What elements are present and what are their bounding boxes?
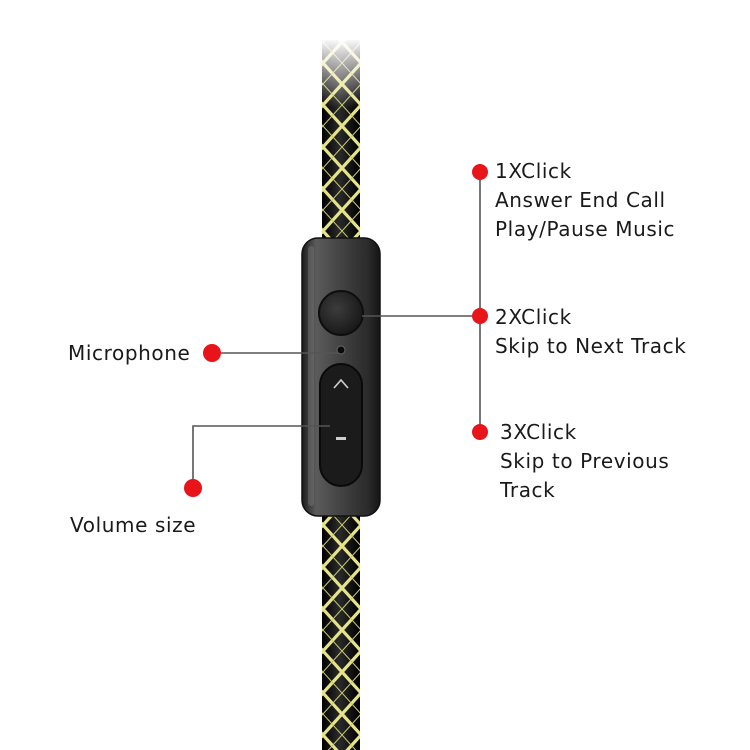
callout-1xclick: 1XClick Answer End Call Play/Pause Music	[495, 157, 675, 244]
cable-upper	[320, 38, 362, 250]
callout-1xclick-line-1: Answer End Call	[495, 188, 666, 212]
marker-dot-2xclick	[472, 308, 488, 324]
leader-lines	[192, 172, 481, 486]
callout-microphone-label: Microphone	[68, 341, 191, 365]
callout-3xclick: 3XClick Skip to Previous Track	[500, 418, 669, 505]
callout-2xclick-line-1: Skip to Next Track	[495, 334, 687, 358]
callout-2xclick-title: 2XClick	[495, 305, 572, 329]
callout-microphone: Microphone	[68, 339, 190, 368]
callout-3xclick-line-2: Track	[500, 478, 556, 502]
callout-volume: Volume size	[70, 511, 196, 540]
callout-3xclick-line-1: Skip to Previous	[500, 449, 670, 473]
volume-rocker[interactable]	[319, 363, 363, 487]
callout-3xclick-title: 3XClick	[500, 420, 577, 444]
volume-down-icon	[336, 437, 346, 440]
marker-dot-1xclick	[472, 164, 488, 180]
cable-lower	[322, 505, 360, 750]
volume-up-icon	[333, 378, 349, 389]
remote-control	[301, 237, 381, 517]
marker-dot-microphone	[203, 344, 221, 362]
callout-volume-label: Volume size	[70, 513, 197, 537]
marker-dot-volume	[184, 479, 202, 497]
callout-1xclick-line-2: Play/Pause Music	[495, 217, 676, 241]
callout-1xclick-title: 1XClick	[495, 159, 572, 183]
multifunction-button[interactable]	[318, 290, 364, 336]
marker-dots	[184, 164, 488, 497]
microphone-hole	[336, 345, 346, 355]
marker-dot-3xclick	[472, 424, 488, 440]
callout-2xclick: 2XClick Skip to Next Track	[495, 303, 686, 361]
